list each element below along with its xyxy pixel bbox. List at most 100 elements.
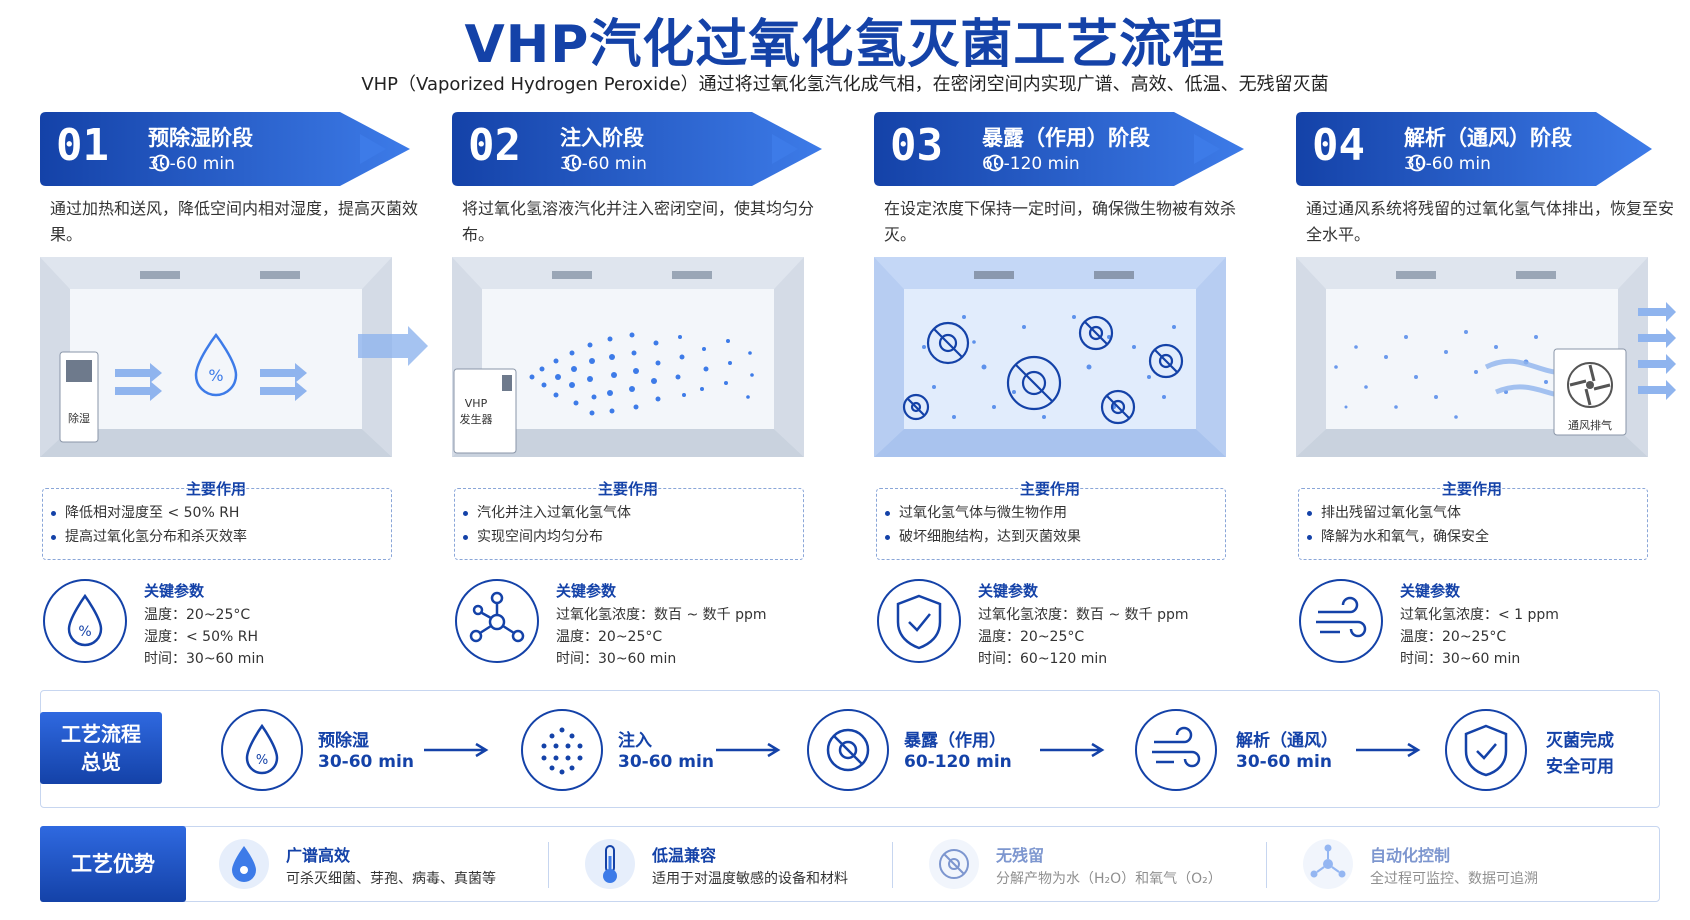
param-line: 湿度：< 50% RH — [144, 629, 259, 645]
advantage-title: 广谱高效 — [286, 846, 351, 865]
stage-description: 通过通风系统将残留的过氧化氢气体排出，恢复至安全水平。 — [1306, 199, 1675, 244]
param-line: 过氧化氢浓度：数百 ~ 数千 ppm — [978, 607, 1189, 623]
stage-name: 暴露（作用）阶段 — [982, 126, 1150, 150]
network-icon — [1303, 839, 1353, 889]
svg-text:发生器: 发生器 — [460, 412, 493, 426]
stage-time: 60-120 min — [982, 154, 1080, 174]
flow-arrow — [1040, 742, 1105, 758]
function-item: 过氧化氢气体与微生物作用 — [885, 501, 1225, 525]
param-line: 过氧化氢浓度：< 1 ppm — [1400, 607, 1559, 623]
param-title: 关键参数 — [978, 582, 1039, 600]
molecule-icon — [455, 579, 539, 663]
param-line: 温度：20~25°C — [556, 629, 663, 645]
exhaust-arrows — [1638, 302, 1676, 400]
flow-step-time: 60-120 min — [904, 752, 1012, 772]
injection-room-illustration: VHP 发生器 — [452, 257, 804, 457]
stage-time: 30-60 min — [148, 154, 235, 174]
stage-description: 在设定浓度下保持一定时间，确保微生物被有效杀灭。 — [884, 199, 1237, 244]
room-device-label: 通风排气 — [1568, 418, 1612, 432]
function-title: 主要作用 — [1019, 480, 1080, 498]
stage-number: 04 — [1312, 120, 1365, 171]
function-item: 破坏细胞结构，达到灭菌效果 — [885, 525, 1225, 549]
particles-icon — [521, 709, 603, 791]
wind-icon — [1135, 709, 1217, 791]
dehumidify-room-illustration: 除湿 % — [40, 257, 392, 457]
param-line: 温度：20~25°C — [1400, 629, 1507, 645]
advantage-text: 适用于对温度敏感的设备和材料 — [652, 871, 848, 887]
param-title: 关键参数 — [556, 582, 617, 600]
flow-arrow — [716, 742, 781, 758]
flow-step-time: 30-60 min — [1236, 752, 1332, 772]
humidity-drop-icon: % — [221, 709, 303, 791]
room-device-label: 除湿 — [68, 411, 90, 425]
function-item: 降低相对湿度至 < 50% RH — [51, 501, 391, 525]
shield-check-icon — [1445, 709, 1527, 791]
svg-text:%: % — [256, 753, 268, 768]
flow-step-time: 30-60 min — [618, 752, 714, 772]
param-title: 关键参数 — [1400, 582, 1461, 600]
stage-header: 03 暴露（作用）阶段 60-120 min — [874, 112, 1254, 186]
function-item: 汽化并注入过氧化氢气体 — [463, 501, 803, 525]
stage-header: 01 预除湿阶段 30-60 min — [40, 112, 420, 186]
param-title: 关键参数 — [144, 582, 205, 600]
stage-description: 通过加热和送风，降低空间内相对湿度，提高灭菌效果。 — [50, 199, 419, 244]
advantage-text: 全过程可监控、数据可追溯 — [1370, 871, 1538, 887]
stage-time: 30-60 min — [1404, 154, 1491, 174]
flow-step-name: 预除湿 — [318, 731, 369, 751]
stage-number: 03 — [890, 120, 943, 171]
advantage-text: 可杀灭细菌、芽孢、病毒、真菌等 — [286, 871, 496, 887]
clock-icon — [1408, 154, 1426, 172]
advantage-title: 无残留 — [996, 846, 1045, 865]
param-line: 过氧化氢浓度：数百 ~ 数千 ppm — [556, 607, 767, 623]
function-title: 主要作用 — [185, 480, 246, 498]
shield-check-icon — [877, 579, 961, 663]
param-line: 时间：30~60 min — [144, 651, 265, 667]
no-residue-icon — [929, 839, 979, 889]
stage-03: 03 暴露（作用）阶段 60-120 min 在设定浓度下保持一定时间，确保微生… — [874, 112, 1254, 682]
stage-number: 02 — [468, 120, 521, 171]
divider — [548, 842, 549, 888]
function-list: 降低相对湿度至 < 50% RH 提高过氧化氢分布和杀灭效率 — [42, 488, 392, 560]
flow-step-name: 解析（通风） — [1236, 731, 1338, 751]
page-title: VHP汽化过氧化氢灭菌工艺流程 — [464, 15, 1226, 75]
stage-01: 01 预除湿阶段 30-60 min 通过加热和送风，降低空间内相对湿度，提高灭… — [40, 112, 420, 682]
function-item: 实现空间内均匀分布 — [463, 525, 803, 549]
function-list: 过氧化氢气体与微生物作用 破坏细胞结构，达到灭菌效果 — [876, 488, 1226, 560]
stage-header: 04 解析（通风）阶段 30-60 min — [1296, 112, 1676, 186]
param-line: 时间：30~60 min — [1400, 651, 1521, 667]
stage-name: 注入阶段 — [560, 126, 644, 150]
flow-step-time: 安全可用 — [1546, 757, 1614, 777]
ventilation-room-illustration: 通风排气 — [1296, 257, 1648, 457]
svg-text:%: % — [208, 366, 223, 385]
stage-description: 将过氧化氢溶液汽化并注入密闭空间，使其均匀分布。 — [462, 199, 815, 244]
no-microbe-icon — [807, 709, 889, 791]
clock-icon — [152, 154, 170, 172]
advantage-title: 自动化控制 — [1370, 846, 1451, 865]
svg-text:%: % — [78, 624, 91, 640]
stage-name: 解析（通风）阶段 — [1404, 126, 1572, 150]
stage-name: 预除湿阶段 — [148, 126, 253, 150]
function-item: 排出残留过氧化氢气体 — [1307, 501, 1647, 525]
function-list: 汽化并注入过氧化氢气体 实现空间内均匀分布 — [454, 488, 804, 560]
param-line: 时间：30~60 min — [556, 651, 677, 667]
divider — [892, 842, 893, 888]
humidity-drop-icon: % — [43, 579, 127, 663]
flow-step-name: 暴露（作用） — [904, 731, 1006, 751]
flow-arrow — [1356, 742, 1421, 758]
thermometer-icon — [585, 839, 635, 889]
function-title: 主要作用 — [1441, 480, 1502, 498]
droplet-microbe-icon — [219, 839, 269, 889]
stage-02: 02 注入阶段 30-60 min 将过氧化氢溶液汽化并注入密闭空间，使其均匀分… — [452, 112, 832, 682]
advantages-label: 工艺优势 — [40, 826, 186, 902]
stage-number: 01 — [56, 120, 109, 171]
flow-step-name: 灭菌完成 — [1546, 731, 1614, 751]
param-line: 时间：60~120 min — [978, 651, 1108, 667]
wind-icon — [1299, 579, 1383, 663]
function-item: 降解为水和氧气，确保安全 — [1307, 525, 1647, 549]
function-title: 主要作用 — [597, 480, 658, 498]
svg-text:VHP: VHP — [465, 397, 488, 410]
stage-header: 02 注入阶段 30-60 min — [452, 112, 832, 186]
divider — [1266, 842, 1267, 888]
process-overview-label: 工艺流程 总览 — [40, 712, 162, 784]
function-item: 提高过氧化氢分布和杀灭效率 — [51, 525, 391, 549]
